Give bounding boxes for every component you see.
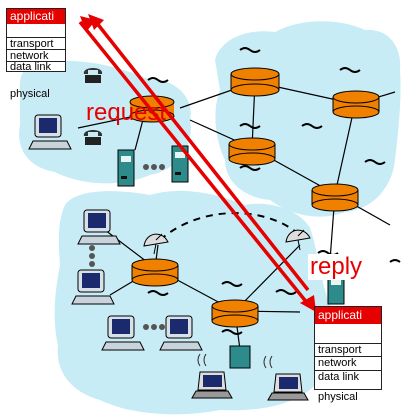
cloud-isp-network — [215, 21, 401, 217]
computer-icon — [101, 315, 145, 351]
router-icon — [311, 183, 359, 212]
protocol-stack-top: applicati transport network data link — [6, 8, 66, 73]
layer-blank — [315, 324, 381, 344]
reply-arrow — [88, 14, 310, 292]
layer-physical: physical — [318, 391, 358, 403]
protocol-stack-bottom: applicati transport network data link — [314, 306, 382, 390]
routers — [129, 67, 380, 328]
computer-icons — [28, 114, 203, 351]
layer-transport: transport — [315, 344, 381, 357]
laptop-icon — [191, 371, 233, 399]
wireless-signal-icon — [197, 353, 273, 369]
satellite-dish-icon — [285, 229, 311, 251]
computer-icon — [77, 209, 121, 245]
layer-blank — [7, 24, 65, 38]
layer-data-link: data link — [318, 371, 359, 383]
router-icon — [228, 137, 276, 166]
computer-icon — [71, 269, 115, 305]
layer-network: network — [7, 50, 65, 62]
layer-data-link: data link — [10, 61, 51, 73]
satellite-dish-icon — [143, 233, 169, 255]
request-label: request — [86, 99, 167, 126]
router-icon — [332, 90, 380, 119]
router-icon — [230, 67, 280, 97]
router-icon — [211, 299, 259, 328]
server-icon — [117, 149, 135, 187]
laptop-icon — [267, 373, 309, 401]
computer-icon — [28, 114, 72, 150]
telephone-icon — [83, 68, 103, 83]
ellipsis-dots — [89, 164, 165, 330]
layer-network: network — [315, 357, 381, 371]
telephone-icon — [83, 130, 103, 145]
satellite-link — [159, 212, 301, 241]
layer-physical: physical — [10, 88, 50, 100]
router-icon — [131, 258, 179, 287]
base-station-icon — [229, 345, 251, 369]
layer-application: applicati — [315, 307, 381, 324]
reply-label: reply — [308, 253, 365, 280]
computer-icon — [159, 315, 203, 351]
layer-application: applicati — [7, 9, 65, 24]
link-marks — [147, 47, 401, 335]
layer-transport: transport — [7, 38, 65, 50]
server-icon — [171, 145, 189, 183]
server-icon — [327, 273, 345, 305]
cloud-enterprise-network — [54, 190, 339, 415]
